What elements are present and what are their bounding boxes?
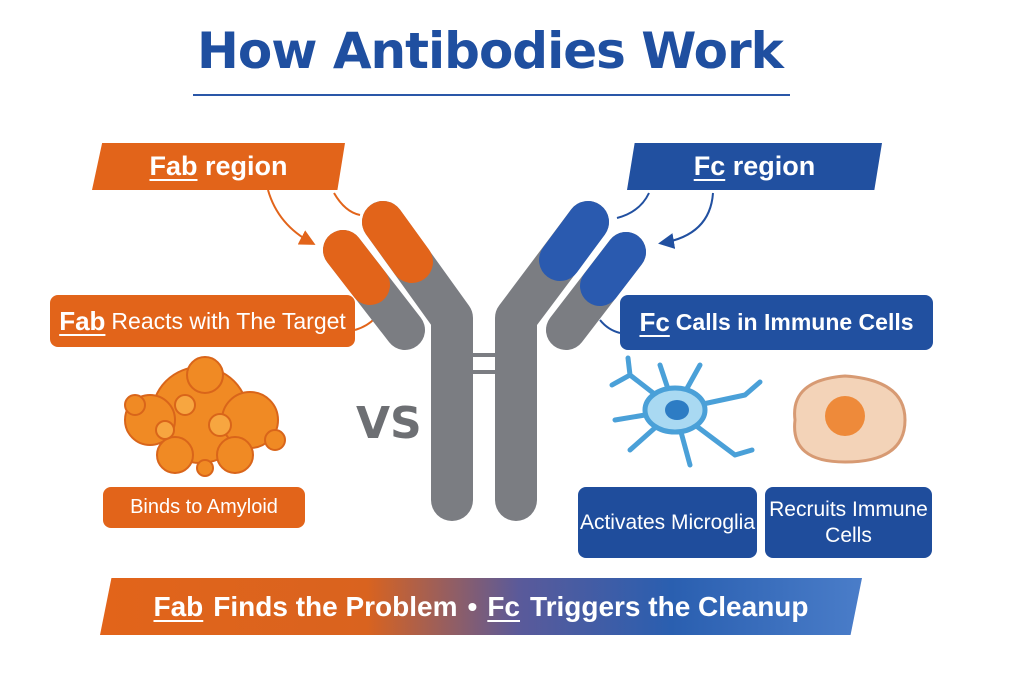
microglia-cell-icon [609,355,763,468]
fc-function-text: Calls in Immune Cells [675,309,914,335]
fab-key: Fab [59,305,106,336]
right-heavy-chain [495,201,609,521]
amyloid-cluster-icon [124,356,286,477]
page-title: How Antibodies Work [197,22,784,80]
binds-amyloid-box: Binds to Amyloid [103,487,305,528]
summary-fc-text: Triggers the Cleanup [530,590,809,622]
fc-key: Fc [487,590,521,622]
fab-key: Fab [153,590,204,622]
title-underline [193,94,790,96]
fab-arrow [267,189,316,245]
activates-microglia-box: Activates Microglia [578,487,757,558]
fc-connector [616,192,650,219]
fab-function-text: Reacts with The Target [111,307,346,334]
fab-banner-text: region [205,151,288,181]
fc-box-connector [599,319,621,334]
fc-region-banner: Fc region [627,143,882,190]
left-light-chain [323,230,425,350]
summary-banner: Fab Finds the Problem • Fc Triggers the … [100,578,862,635]
fab-connector [333,192,361,216]
summary-fab-text: Finds the Problem [213,590,458,622]
right-light-chain [546,232,646,350]
fc-banner-text: region [732,151,816,181]
vs-label: VS [356,398,422,449]
fab-region-banner: Fab region [92,143,345,190]
recruits-immune-cells-box: Recruits Immune Cells [765,487,932,558]
fab-key: Fab [149,151,198,181]
left-heavy-chain [362,201,473,521]
fc-key: Fc [639,307,670,337]
fc-arrow [658,192,714,249]
summary-separator: • [467,590,478,622]
fc-key: Fc [693,151,726,181]
immune-cell-icon [793,374,907,464]
